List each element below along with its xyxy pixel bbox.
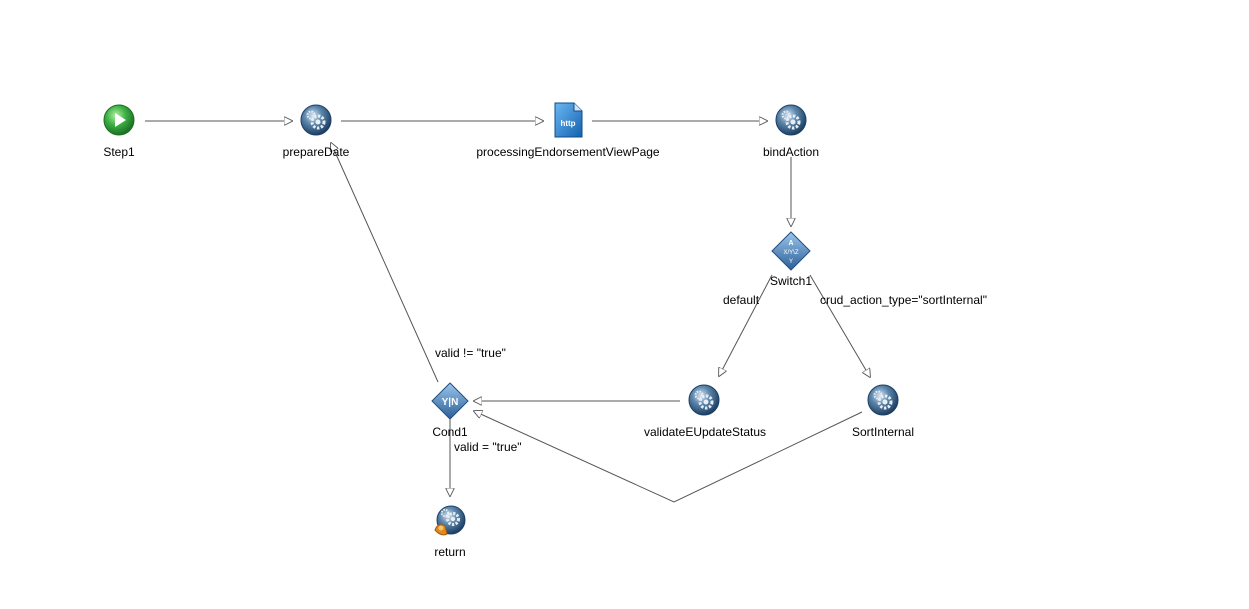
node-label-switch1: Switch1	[769, 274, 813, 288]
edge-cond1-preparedate[interactable]	[331, 143, 439, 383]
cond-icon-text: Y|N	[442, 397, 459, 408]
edge-label-default: default	[723, 293, 760, 307]
gear-service-icon[interactable]	[300, 104, 332, 136]
node-label-preparedate: prepareDate	[282, 145, 350, 159]
switch-icon-text-a: A	[788, 240, 793, 247]
edge-label-not-valid: valid != "true"	[435, 346, 506, 360]
switch-diamond-icon[interactable]: A X/Y\Z Y	[771, 231, 811, 271]
node-label-step1: Step1	[103, 145, 135, 159]
edge-switch1-validate[interactable]	[719, 274, 773, 376]
http-page-icon[interactable]: http	[552, 102, 584, 138]
gear-service-icon[interactable]	[688, 384, 720, 416]
node-label-return: return	[434, 545, 466, 559]
start-play-icon[interactable]	[103, 104, 135, 136]
switch-icon-text-y: Y	[789, 259, 793, 265]
node-label-sortinternal: SortInternal	[851, 425, 915, 439]
edge-label-valid: valid = "true"	[454, 440, 522, 454]
switch-icon-text-xyz: X/Y\Z	[783, 250, 798, 256]
edge-switch1-sortinternal[interactable]	[809, 274, 870, 377]
gear-service-icon[interactable]	[775, 104, 807, 136]
http-icon-text: http	[560, 119, 575, 128]
edge-label-sortinternal-condition: crud_action_type="sortInternal"	[820, 293, 987, 307]
gear-service-icon[interactable]	[867, 384, 899, 416]
node-label-bindaction: bindAction	[762, 145, 820, 159]
edge-sortinternal-cond1[interactable]	[474, 411, 863, 503]
return-gear-icon[interactable]	[433, 504, 466, 536]
node-label-cond1: Cond1	[432, 425, 468, 439]
node-label-validate: validateEUpdateStatus	[643, 425, 767, 439]
node-label-processing: processingEndorsementViewPage	[476, 145, 660, 159]
condition-yn-icon[interactable]: Y|N	[431, 382, 469, 420]
